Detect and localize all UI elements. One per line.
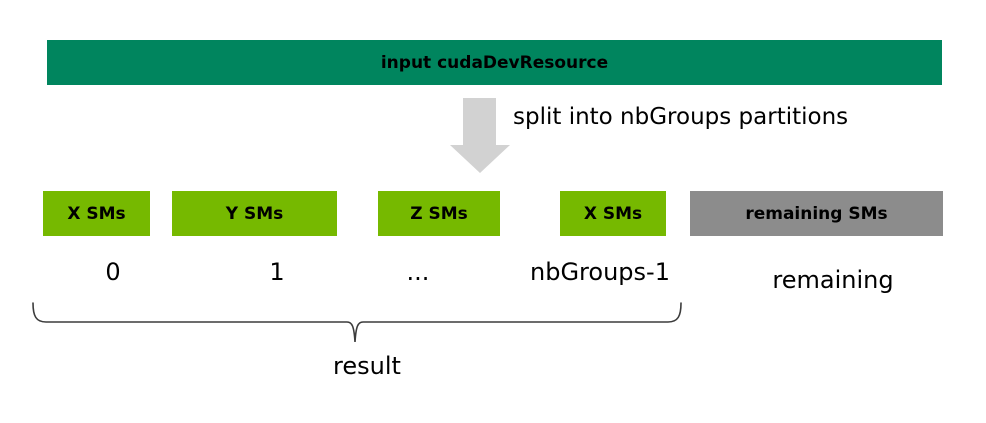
input-resource-bar: input cudaDevResource [47,40,942,85]
partition-index-1: 1 [269,258,285,286]
partition-box-1: Y SMs [172,191,337,236]
result-underbrace [32,302,682,343]
partition-box-0: X SMs [43,191,150,236]
partition-index-remaining: remaining [772,266,894,294]
split-caption: split into nbGroups partitions [513,104,849,130]
split-down-arrow-icon [450,98,510,173]
partition-index-3: nbGroups-1 [530,258,670,286]
partition-box-2: Z SMs [378,191,500,236]
partition-box-3: X SMs [560,191,666,236]
partition-box-remaining: remaining SMs [690,191,943,236]
partition-index-0: 0 [105,258,121,286]
partition-index-2: ... [406,258,430,286]
result-caption: result [333,352,401,380]
